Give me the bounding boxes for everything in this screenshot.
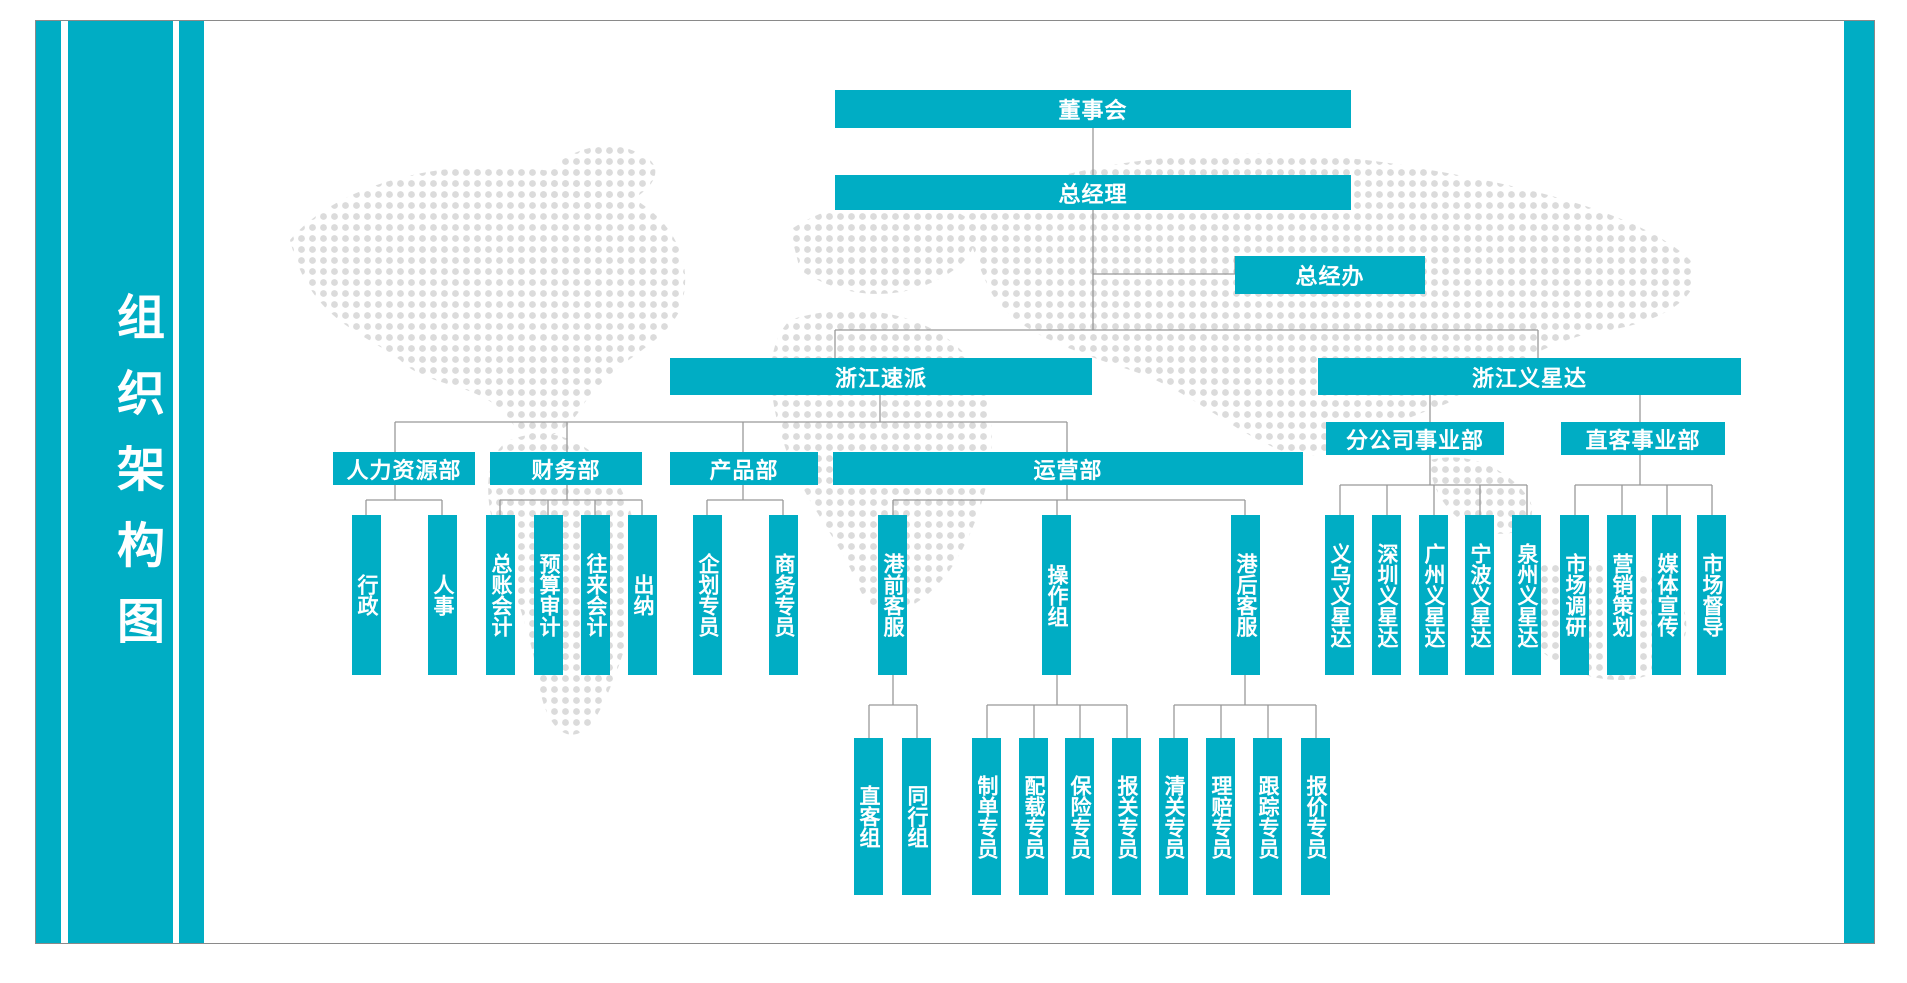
- right-stripe: [1844, 21, 1874, 943]
- node-accounts: 往来会计: [581, 515, 610, 675]
- node-product-department: 产品部: [670, 452, 818, 485]
- left-stripe-1: [36, 21, 61, 943]
- node-direct-division: 直客事业部: [1561, 422, 1725, 455]
- node-tracking-specialist: 跟踪专员: [1253, 738, 1282, 895]
- node-operation-team: 操作组: [1042, 515, 1071, 675]
- node-planning-specialist: 企划专员: [693, 515, 722, 675]
- node-cashier: 出纳: [628, 515, 657, 675]
- node-board: 董事会: [835, 90, 1351, 128]
- left-stripe-3: [179, 21, 204, 943]
- node-general-ledger: 总账会计: [486, 515, 515, 675]
- node-quotation-specialist: 报价专员: [1301, 738, 1330, 895]
- node-finance-department: 财务部: [490, 452, 642, 485]
- side-title-panel: 组织架构图: [66, 21, 206, 943]
- node-guangzhou: 广州义星达: [1419, 515, 1448, 675]
- node-budget-audit: 预算审计: [534, 515, 563, 675]
- node-peer-group: 同行组: [902, 738, 931, 895]
- node-customs-specialist: 报关专员: [1112, 738, 1141, 895]
- node-post-port-service: 港后客服: [1231, 515, 1260, 675]
- node-branch-division: 分公司事业部: [1326, 422, 1504, 455]
- node-zhejiang-yixingda: 浙江义星达: [1318, 358, 1741, 395]
- node-gm-office: 总经办: [1235, 256, 1425, 294]
- node-stowage-specialist: 配载专员: [1019, 738, 1048, 895]
- node-marketing-planning: 营销策划: [1607, 515, 1636, 675]
- node-shenzhen: 深圳义星达: [1372, 515, 1401, 675]
- node-general-manager: 总经理: [835, 175, 1351, 210]
- node-direct-group: 直客组: [854, 738, 883, 895]
- node-market-research: 市场调研: [1560, 515, 1589, 675]
- node-quanzhou: 泉州义星达: [1512, 515, 1541, 675]
- left-stripe-2: [68, 21, 173, 943]
- node-zhejiang-supai: 浙江速派: [670, 358, 1092, 395]
- node-pre-port-service: 港前客服: [878, 515, 907, 675]
- node-document-specialist: 制单专员: [972, 738, 1001, 895]
- node-market-supervision: 市场督导: [1697, 515, 1726, 675]
- node-admin: 行政: [352, 515, 381, 675]
- node-yiwu: 义乌义星达: [1325, 515, 1354, 675]
- node-hr-department: 人力资源部: [333, 452, 475, 485]
- side-title: 组织架构图: [108, 292, 164, 672]
- node-claims-specialist: 理赔专员: [1206, 738, 1235, 895]
- node-ningbo: 宁波义星达: [1465, 515, 1494, 675]
- node-insurance-specialist: 保险专员: [1065, 738, 1094, 895]
- node-business-specialist: 商务专员: [769, 515, 798, 675]
- node-media-publicity: 媒体宣传: [1652, 515, 1681, 675]
- node-personnel: 人事: [428, 515, 457, 675]
- node-operations-department: 运营部: [833, 452, 1303, 485]
- node-clearance-specialist: 清关专员: [1159, 738, 1188, 895]
